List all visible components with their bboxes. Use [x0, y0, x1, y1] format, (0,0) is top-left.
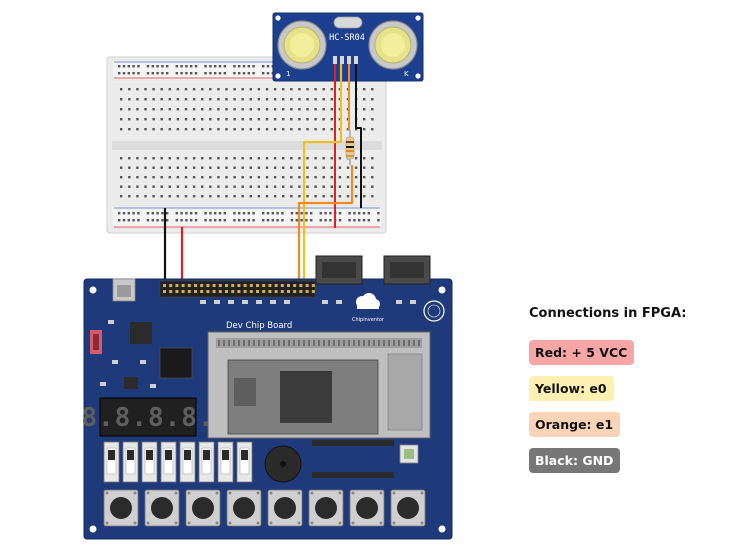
seven-segment-display — [99, 397, 197, 437]
center-channel — [112, 141, 382, 150]
wire-yellow-trig — [302, 64, 343, 282]
gpio-header — [159, 280, 316, 298]
svg-text:K: K — [404, 70, 409, 78]
transducer-left — [277, 20, 327, 70]
ultrasonic-sensor: HC-SR04 1 K — [272, 12, 424, 82]
board-label: Dev Chip Board — [226, 321, 292, 331]
wires — [163, 64, 362, 282]
fpga-board: Chipinventor Dev Chip Board 8.8.8.8. — [81, 255, 453, 540]
crystal-oscillator — [333, 16, 363, 29]
connections-legend: Connections in FPGA: Red: + 5 VCC Yellow… — [529, 306, 729, 484]
university-seal — [423, 300, 445, 322]
legend-item-red: Red: + 5 VCC — [529, 340, 635, 365]
chip-main-left — [159, 347, 193, 379]
wire-orange-echo-b — [297, 165, 354, 282]
chip-small — [130, 322, 152, 344]
legend-item-black: Black: GND — [529, 448, 621, 473]
legend-item-yellow: Yellow: e0 — [529, 376, 614, 401]
legend-title: Connections in FPGA: — [529, 306, 687, 321]
legend-item-orange: Orange: e1 — [529, 412, 621, 437]
cloud-logo — [356, 293, 380, 309]
sensor-label: HC-SR04 — [329, 33, 365, 43]
resistor — [345, 130, 355, 165]
fpga-chip — [280, 371, 332, 423]
brand-label: Chipinventor — [352, 317, 385, 323]
power-rail-bottom — [111, 205, 383, 229]
breadboard — [106, 56, 387, 234]
transducer-right — [368, 20, 418, 70]
wire-black-gnd-sensor — [355, 64, 362, 208]
svg-text:1: 1 — [286, 70, 290, 78]
sensor-pins — [333, 56, 358, 64]
seven-segment-digits: 8.8.8.8. — [81, 403, 214, 433]
